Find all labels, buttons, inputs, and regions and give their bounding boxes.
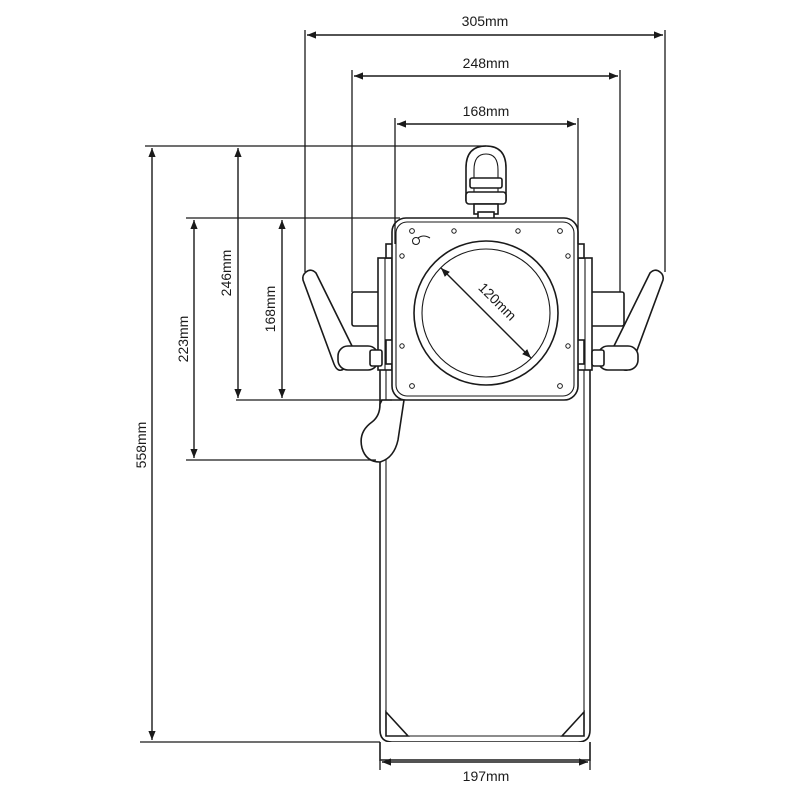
label-558mm: 558mm: [133, 422, 149, 469]
label-223mm: 223mm: [175, 316, 191, 363]
right-pivot-bracket: [575, 243, 625, 371]
label-248mm: 248mm: [463, 55, 510, 71]
yoke-frame: [379, 360, 591, 761]
label-305mm: 305mm: [462, 13, 509, 29]
label-168mm-width: 168mm: [463, 103, 510, 119]
dim-120-line: [440, 267, 532, 359]
right-lock-handle: [591, 269, 664, 372]
dimension-lines: [140, 30, 666, 770]
label-246mm: 246mm: [218, 250, 234, 297]
hanging-loop: [465, 145, 507, 221]
mounting-lever: [360, 399, 405, 463]
label-197mm: 197mm: [463, 768, 510, 784]
label-168mm-height: 168mm: [262, 286, 278, 333]
left-lock-handle: [302, 269, 383, 372]
fixture: [302, 145, 664, 761]
